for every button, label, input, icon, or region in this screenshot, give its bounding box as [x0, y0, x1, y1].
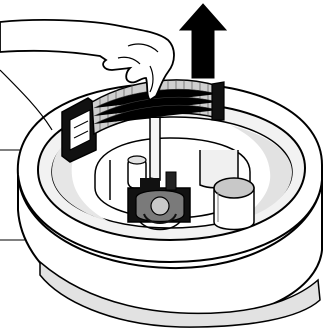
cup-cylinder: [214, 178, 254, 230]
hand-icon: [0, 20, 174, 100]
up-arrow-icon: [180, 4, 226, 78]
